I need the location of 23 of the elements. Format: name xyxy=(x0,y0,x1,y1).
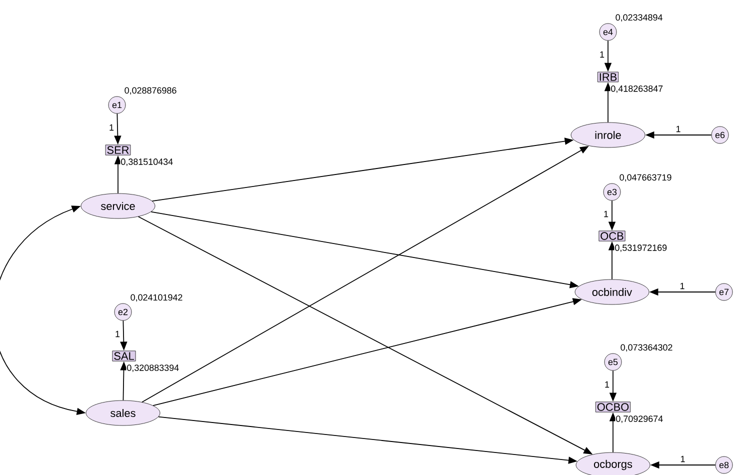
edge-label: 1 xyxy=(603,210,609,218)
edge-label: 1 xyxy=(108,124,114,132)
indicator-box: IRB xyxy=(597,72,619,82)
variance-label: 0,024101942 xyxy=(130,294,182,302)
edge-label: 0,320883394 xyxy=(126,364,180,372)
edge-label: 1 xyxy=(114,330,120,338)
variance-label: 0,073364302 xyxy=(620,344,672,352)
edge-label: 1 xyxy=(680,455,686,463)
indicator-box: OCBO xyxy=(595,402,631,412)
indicator-box: OCB xyxy=(598,230,626,242)
indicator-box: SAL xyxy=(112,350,136,362)
edge-label: 0,70929674 xyxy=(615,415,664,424)
edge-label: 0,418263847 xyxy=(610,84,664,94)
edge-label: 1 xyxy=(675,125,682,133)
variance-label: 0,047663719 xyxy=(620,174,672,182)
edge-label: 1 xyxy=(599,50,605,58)
edge-label: 0,531972169 xyxy=(614,244,668,252)
variance-label: 0,028876986 xyxy=(124,87,176,95)
edge-label: 1 xyxy=(679,282,686,290)
edge-label: 1 xyxy=(604,380,610,388)
indicator-box: SER xyxy=(105,144,131,156)
edge-label: 0,381510434 xyxy=(120,158,174,166)
variance-label: 0,02334894 xyxy=(616,14,662,22)
